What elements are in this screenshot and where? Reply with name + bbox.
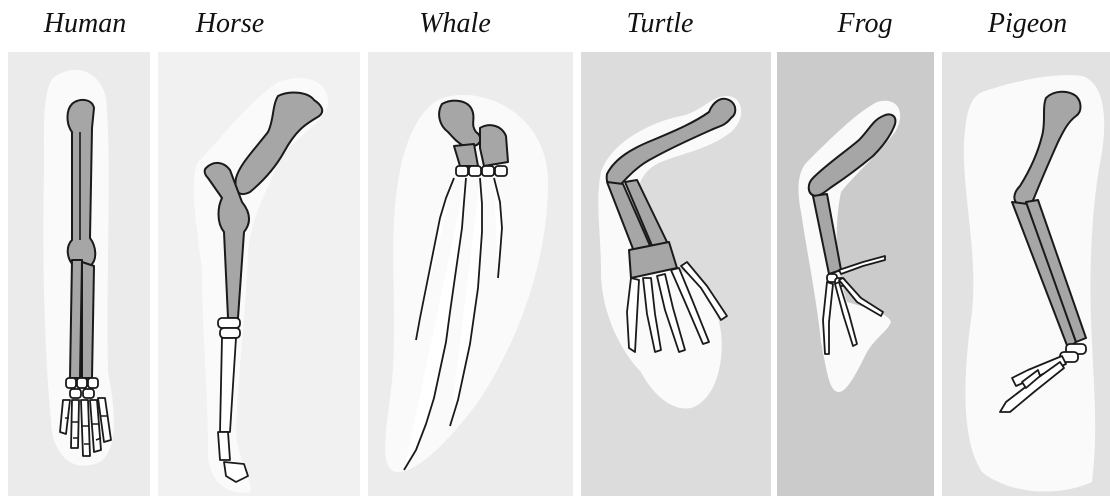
whale-ulna — [480, 125, 508, 166]
pigeon-wing-skeleton — [942, 52, 1110, 496]
label-pigeon: Pigeon — [965, 8, 1090, 40]
turtle-flipper-skeleton — [581, 52, 771, 496]
label-human: Human — [20, 8, 150, 40]
horse-leg-skeleton — [158, 52, 360, 496]
label-frog: Frog — [815, 8, 915, 40]
whale-flipper-skeleton — [368, 52, 573, 496]
human-radius — [70, 260, 82, 378]
label-horse: Horse — [175, 8, 285, 40]
label-whale: Whale — [395, 8, 515, 40]
frog-leg-skeleton — [777, 52, 934, 496]
panel-horse — [158, 52, 360, 496]
horse-pastern — [218, 432, 230, 460]
panel-whale — [368, 52, 573, 496]
panel-turtle — [581, 52, 771, 496]
panel-frog — [777, 52, 934, 496]
horse-carpals — [218, 318, 240, 338]
whale-carpals — [456, 166, 507, 176]
human-arm-skeleton — [8, 52, 150, 496]
panel-human — [8, 52, 150, 496]
panel-pigeon — [942, 52, 1110, 496]
human-ulna — [82, 262, 94, 378]
label-turtle: Turtle — [605, 8, 715, 40]
